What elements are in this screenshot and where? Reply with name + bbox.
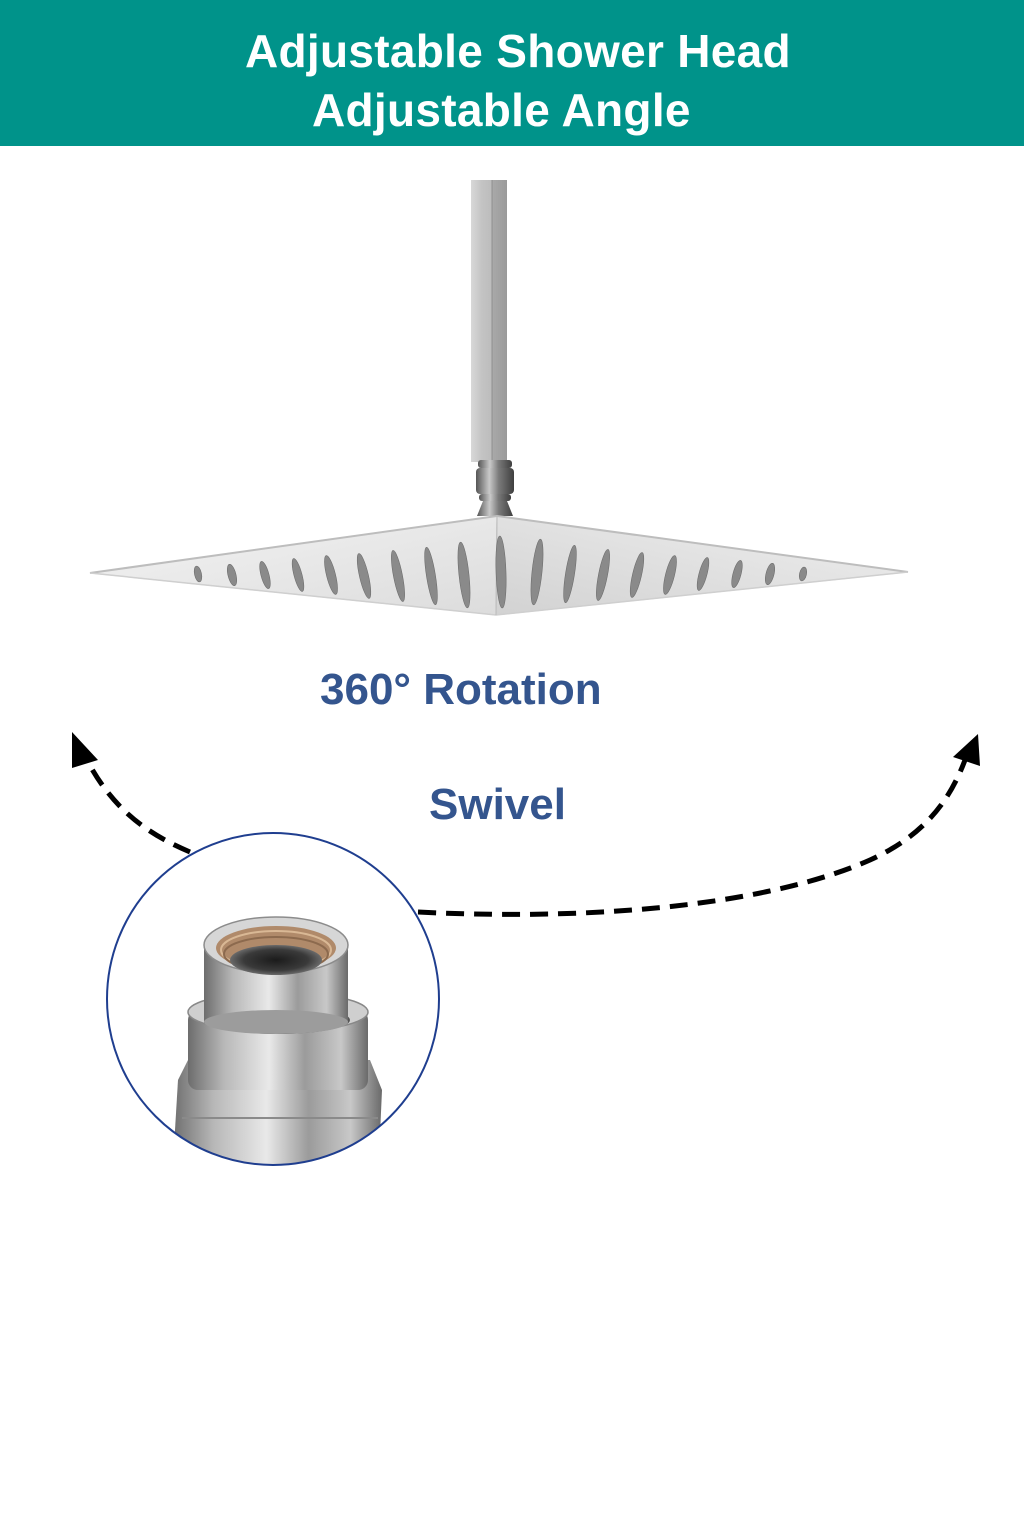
swivel-label: Swivel	[429, 780, 566, 829]
swivel-joint	[476, 460, 514, 516]
header-banner: Adjustable Shower Head Adjustable Angle	[0, 0, 1024, 146]
banner-title-line1: Adjustable Shower Head	[245, 25, 791, 77]
shower-head-plate	[89, 514, 909, 616]
connector-detail-callout	[106, 832, 440, 1166]
ceiling-arm	[471, 180, 507, 462]
arrowhead-left-icon	[72, 732, 98, 768]
rotation-arrow	[72, 732, 980, 917]
rotation-label: 360° Rotation	[320, 665, 602, 714]
arrowhead-right-icon	[953, 734, 980, 766]
banner-title-line2: Adjustable Angle	[312, 84, 691, 136]
